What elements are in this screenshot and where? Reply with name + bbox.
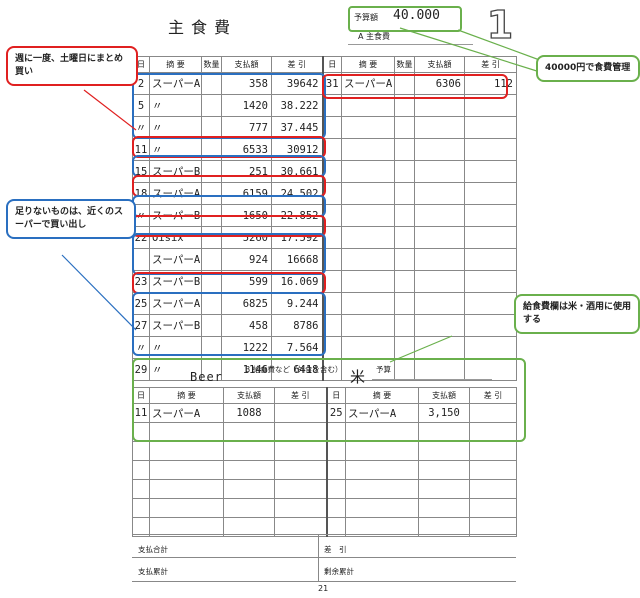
page-number-outline: 1 (486, 6, 514, 42)
pay-cumulative-label: 支払累計 (138, 567, 168, 576)
section-b-budget-label: 予算 (376, 365, 391, 374)
section-b-budget-line (372, 379, 492, 380)
page-title: 主食費 (168, 18, 238, 37)
section-b-cell-bal2 (469, 517, 517, 537)
remaining-cumulative-label: 剰余累計 (324, 567, 354, 576)
ledger-cell-pay: 1420 (221, 94, 272, 117)
budget-label: 予算額 (354, 13, 378, 22)
annotation-school-lunch: 給食費欄は米・酒用に使用する (514, 294, 640, 335)
annotation-budget: 40000円で食費管理 (536, 55, 640, 83)
highlight-section-b (132, 358, 526, 442)
balance-label: 差 引 (324, 545, 347, 554)
table-row (132, 441, 517, 461)
footer-column-divider (318, 535, 319, 581)
section-b-cell-day2: 25 (325, 403, 346, 423)
category-underline (348, 44, 473, 45)
highlight-rows-27-29 (132, 292, 326, 356)
highlight-rows-23 (132, 233, 326, 275)
highlight-row-11 (132, 136, 326, 158)
ledger-cell-right-pay: 6306 (414, 72, 465, 95)
rice-note: 米 (350, 368, 366, 386)
ledger-cell-bal: 9.244 (271, 292, 323, 315)
pay-total-label: 支払合計 (138, 545, 168, 554)
ledger-cell-bal: 16.069 (271, 270, 323, 293)
beer-note: Beer (190, 370, 223, 384)
footer-divider (132, 557, 516, 558)
page-number: 1 (487, 6, 513, 42)
page-footer-number: 21 (318, 584, 329, 593)
table-row (132, 422, 517, 442)
budget-value: 40.000 (393, 8, 440, 23)
ledger-cell-right-desc: スーパーA (341, 72, 395, 95)
summary-footer: 支払合計 差 引 支払累計 剰余累計 (132, 534, 516, 582)
highlight-row-31 (322, 74, 508, 99)
ledger-cell-desc: スーパーA (149, 248, 202, 271)
budget-highlight (348, 6, 462, 32)
table-row (132, 479, 517, 499)
highlight-weekly-rows-1 (132, 73, 326, 139)
section-b-title: B 給食費など（外食を含む） (245, 365, 343, 374)
table-row (132, 517, 517, 537)
ledger-cell-pay: 251 (221, 160, 272, 183)
ledger-cell-desc: スーパーB (149, 270, 202, 293)
table-row (132, 460, 517, 480)
annotation-weekly: 週に一度、土曜日にまとめ買い (6, 46, 138, 87)
annotation-nearby: 足りないものは、近くのスーパーで買い出し (6, 199, 136, 240)
category-label: A 主食費 (358, 32, 391, 41)
